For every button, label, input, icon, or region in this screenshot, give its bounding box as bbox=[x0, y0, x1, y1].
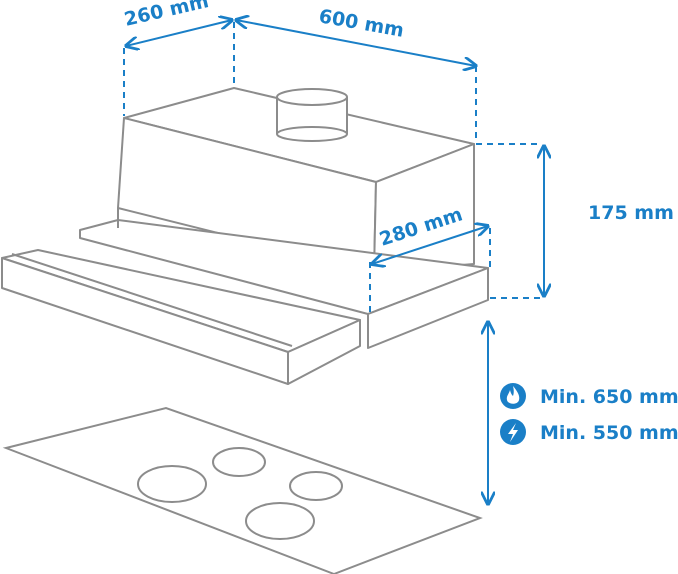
dim-arrow-depth-extended bbox=[372, 226, 488, 264]
dimension-lines bbox=[124, 20, 544, 504]
electric-clearance-label: Min. 550 mm bbox=[540, 422, 678, 444]
dim-arrow-depth-top bbox=[126, 20, 232, 46]
lightning-icon bbox=[500, 419, 526, 445]
visor-side bbox=[287, 319, 361, 385]
clearance-legend: Min. 650 mm Min. 550 mm bbox=[500, 383, 678, 445]
burner-front-left bbox=[137, 465, 207, 503]
width-label: 600 mm bbox=[317, 5, 405, 42]
flame-icon bbox=[500, 383, 526, 409]
gas-clearance-label: Min. 650 mm bbox=[540, 386, 678, 408]
burner-back-right bbox=[289, 471, 343, 501]
exhaust-collar bbox=[276, 88, 348, 142]
hood-base-front bbox=[367, 267, 489, 349]
burner-back-left bbox=[212, 447, 266, 477]
depth-top-label: 260 mm bbox=[122, 0, 211, 31]
cooktop-plate bbox=[2, 406, 483, 574]
height-label: 175 mm bbox=[588, 202, 674, 224]
burner-front-right bbox=[245, 502, 315, 540]
cooktop-drawing bbox=[2, 406, 483, 574]
dim-arrow-width bbox=[236, 20, 476, 66]
